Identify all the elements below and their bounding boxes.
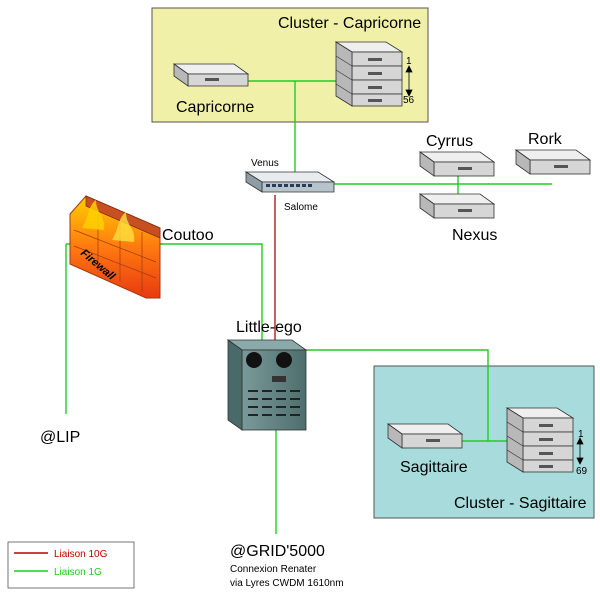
venus-label: Venus xyxy=(251,158,279,169)
grid5000-label: @GRID'5000 xyxy=(230,543,325,560)
link-little-ego-to-sagittaire xyxy=(305,349,507,442)
sagittaire-rack-icon xyxy=(505,407,575,473)
capricorne-server-icon xyxy=(172,63,250,87)
rork-server-icon xyxy=(514,149,592,175)
cyrrus-label: Cyrrus xyxy=(426,133,473,150)
salome-label: Salome xyxy=(284,202,318,213)
sagittaire-node-label: Sagittaire xyxy=(400,459,468,476)
coutoo-label: Coutoo xyxy=(162,227,214,244)
capricorne-range-end: 56 xyxy=(403,95,415,106)
little-ego-label: Little-ego xyxy=(236,319,302,336)
sagittaire-server-icon xyxy=(386,423,464,449)
sagittaire-range-end: 69 xyxy=(576,466,588,477)
grid5000-note-line1: Connexion Renater xyxy=(230,564,317,575)
lip-label: @LIP xyxy=(40,429,80,446)
venus-switch-icon xyxy=(244,171,336,193)
cluster-capricorne-title: Cluster - Capricorne xyxy=(278,15,421,32)
capricorne-range-arrow xyxy=(405,65,413,97)
legend xyxy=(7,541,135,589)
nexus-label: Nexus xyxy=(452,227,497,244)
legend-10g-label: Liaison 10G xyxy=(54,549,108,560)
sagittaire-range-arrow xyxy=(576,437,584,465)
cluster-sagittaire-title: Cluster - Sagittaire xyxy=(454,495,587,512)
link-coutoo-to-little-ego xyxy=(160,243,263,340)
nexus-server-icon xyxy=(418,193,496,219)
capricorne-rack-icon xyxy=(334,41,404,107)
capricorne-range-start: 1 xyxy=(406,56,412,67)
rork-label: Rork xyxy=(528,131,563,148)
grid5000-note-line2: via Lyres CWDM 1610nm xyxy=(230,578,344,589)
legend-1g-label: Liaison 1G xyxy=(54,567,102,578)
cyrrus-server-icon xyxy=(418,151,496,177)
little-ego-router-icon xyxy=(226,339,308,431)
sagittaire-range-start: 1 xyxy=(578,429,584,440)
capricorne-node-label: Capricorne xyxy=(176,99,254,116)
firewall-icon xyxy=(69,195,161,299)
